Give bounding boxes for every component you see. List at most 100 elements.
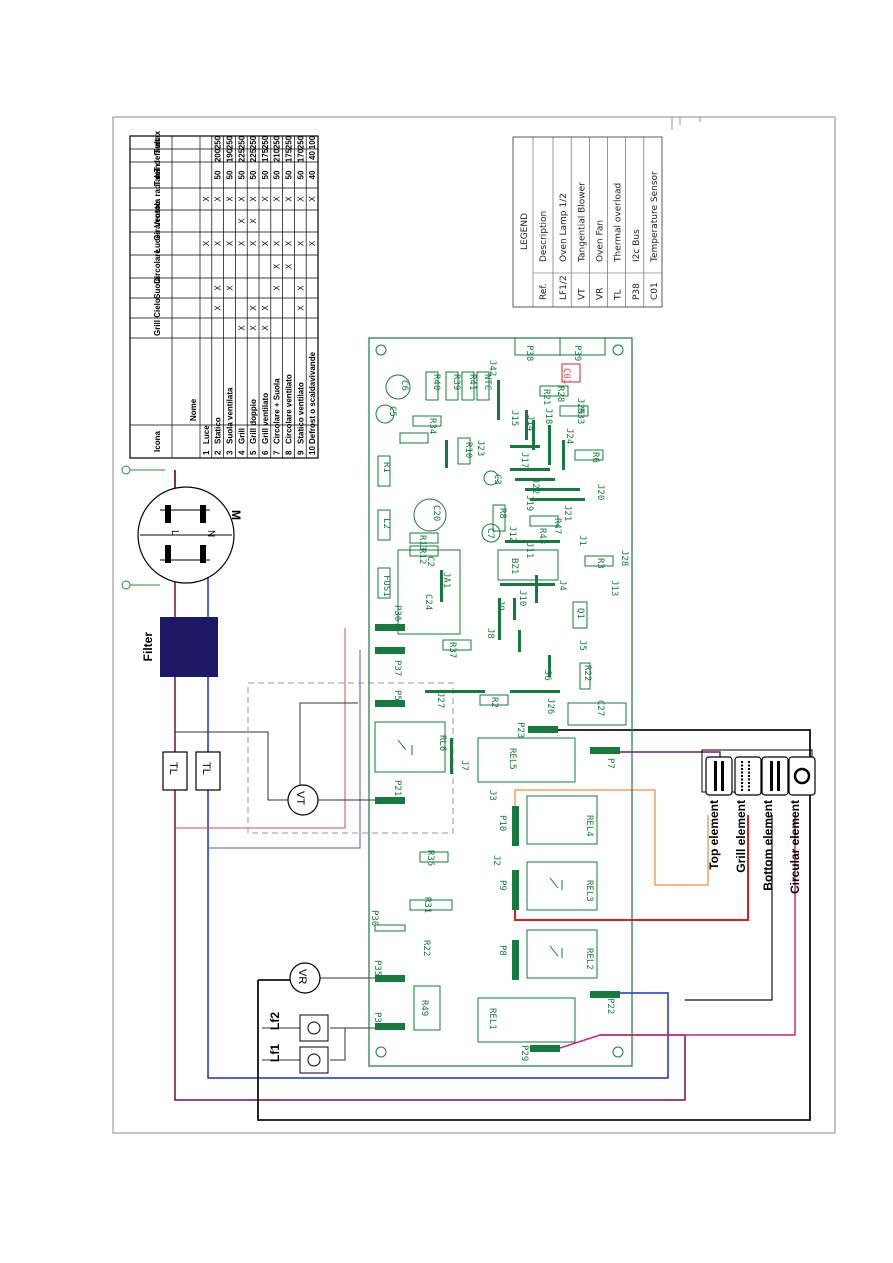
table-row-name: Statico ventilato — [296, 382, 305, 444]
pcb-label-c7: C7 — [485, 528, 495, 539]
lf2-label: Lf2 — [268, 1012, 282, 1030]
pcb-label-p22: P22 — [605, 998, 615, 1014]
pcb-label-c5: C5 — [387, 406, 397, 417]
tl1-label: TL — [167, 762, 179, 775]
table-cell-mark: X — [285, 263, 294, 269]
table-header-5: Circolare — [153, 249, 162, 284]
table-header-2: Grill — [153, 320, 162, 336]
pcb-label-j28: J28 — [619, 550, 629, 566]
pcb-label-r13: R13 — [417, 535, 427, 551]
bottom-element-label: Bottom element — [761, 800, 775, 891]
pcb-label-rel2: REL2 — [584, 948, 594, 970]
pcb-label-p8: P8 — [497, 945, 507, 956]
table-cell-temp: 200 — [214, 148, 223, 162]
filter-label: Filter — [141, 632, 155, 662]
pcb-label-p21: P21 — [392, 780, 402, 796]
pcb-label-p29: P29 — [519, 1045, 529, 1061]
table-cell-mark: X — [308, 240, 317, 246]
pcb-label-j3: J3 — [487, 790, 497, 801]
vt-label: VT — [294, 791, 306, 805]
pcb-label-c20: C20 — [431, 505, 441, 521]
pcb-label-r43: R43 — [537, 528, 547, 544]
legend-item-ref: VR — [595, 288, 605, 300]
table-cell-mark: X — [273, 240, 282, 246]
pcb-label-j19: J19 — [524, 495, 534, 511]
table-cell-temp: 250 — [273, 135, 282, 149]
pcb-label-p7: P7 — [605, 758, 615, 769]
pcb-label-j42: J42 — [487, 360, 497, 376]
pcb-label-j26: J26 — [545, 698, 555, 714]
pcb-label-c24: C24 — [423, 594, 433, 610]
table-cell-mark: X — [296, 240, 305, 246]
table-cell-temp: 170 — [296, 148, 305, 162]
pcb-label-r3: R3 — [595, 558, 605, 569]
mains-plug: L N M — [121, 465, 243, 590]
table-header-9: T min — [153, 164, 162, 185]
pcb-label-r22: R22 — [582, 665, 592, 681]
pcb-label-r10: R10 — [463, 442, 473, 458]
pcb-label-j7: J7 — [459, 760, 469, 771]
heating-elements: Top element Grill element Bottom element… — [701, 749, 816, 894]
table-cell-temp: 50 — [273, 170, 282, 179]
table-cell-mark: X — [261, 305, 270, 311]
motor-label: M — [229, 510, 243, 520]
table-cell-temp: 175 — [261, 148, 270, 162]
pcb-label-p5: P5 — [392, 690, 402, 701]
pcb-label-r49: R49 — [419, 1000, 429, 1016]
table-row-name: Statico — [214, 417, 223, 444]
legend-item-desc: Oven Fan — [595, 220, 605, 262]
table-cell-mark: X — [296, 305, 305, 311]
pcb-label-j22: J22 — [530, 478, 540, 494]
control-board: P38P39P36P37P5P21P23P7P10P9P8P22P29P35P3… — [368, 337, 633, 1067]
pcb-label-j21: J21 — [562, 505, 572, 521]
table-cell-mark: X — [226, 196, 235, 202]
pcb-label-r40: R40 — [431, 374, 441, 390]
table-cell-mark: X — [273, 196, 282, 202]
table-row-number: 6 — [261, 450, 270, 455]
table-row-number: 1 — [202, 450, 211, 455]
pcb-label-ja1: JA1 — [441, 572, 451, 588]
pcb-label-r41: R41 — [467, 374, 477, 390]
table-header-10: T default — [153, 139, 162, 173]
pcb-label-j14: J14 — [525, 415, 535, 431]
table-cell-mark: X — [214, 305, 223, 311]
pcb-label-j27: J27 — [435, 692, 445, 708]
table-cell-mark: X — [261, 240, 270, 246]
legend-item-desc: Temperature Sensor — [650, 171, 660, 263]
table-cell-mark: X — [249, 196, 258, 202]
pcb-label-c01: C01 — [561, 368, 571, 384]
table-cell-mark: X — [261, 196, 270, 202]
table-row-name: Circolare ventilato — [285, 374, 294, 444]
table-cell-mark: X — [237, 218, 246, 224]
table-cell-temp: 250 — [214, 135, 223, 149]
pcb-label-rel1: REL1 — [487, 1008, 497, 1030]
pcb-label-p39: P39 — [572, 345, 582, 361]
table-cell-temp: 50 — [214, 170, 223, 179]
table-cell-temp: 250 — [249, 135, 258, 149]
table-cell-temp: 225 — [237, 148, 246, 162]
pcb-label-l2: L2 — [381, 518, 391, 529]
legend-item-ref: LF1/2 — [559, 275, 569, 300]
pcb-label-j13: J13 — [609, 580, 619, 596]
legend-title: LEGEND — [520, 213, 530, 250]
pcb-label-j25: J25 — [575, 398, 585, 414]
table-row-number: 9 — [296, 450, 305, 455]
oven-function-table: IconaNomeGrillCieloSuolaCircolareLuceGir… — [129, 130, 319, 459]
table-row-name: Circolare + Suola — [273, 378, 282, 444]
table-cell-mark: X — [214, 285, 223, 291]
table-cell-temp: 210 — [273, 148, 282, 162]
table-row-name: Grill — [237, 428, 246, 444]
table-cell-temp: 50 — [237, 170, 246, 179]
table-row-number: 2 — [214, 450, 223, 455]
pcb-label-rel5: REL5 — [507, 748, 517, 770]
plug-n-label: N — [205, 530, 216, 537]
pcb-label-r21: R21 — [541, 389, 551, 405]
table-header-3: Cielo — [153, 298, 162, 318]
pcb-label-r6: R6 — [590, 452, 600, 463]
table-cell-temp: 190 — [226, 148, 235, 162]
pcb-label-j5: J5 — [577, 640, 587, 651]
pcb-label-j9: J9 — [495, 600, 505, 611]
pcb-label-r2: R2 — [489, 697, 499, 708]
pcb-label-fus1: FUS1 — [381, 575, 391, 597]
